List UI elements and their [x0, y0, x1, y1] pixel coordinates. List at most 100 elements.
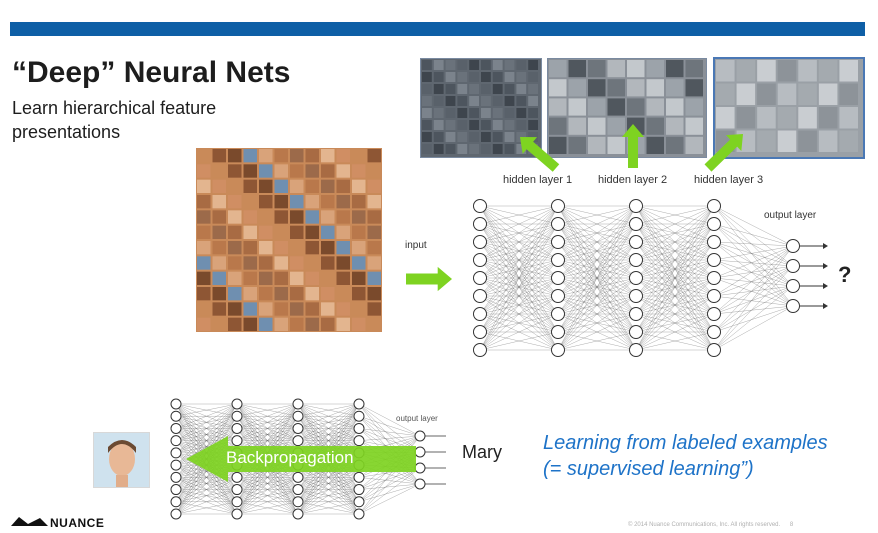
- layer3-feature-tile: [839, 83, 858, 105]
- input-face-tile: [367, 241, 381, 255]
- layer3-feature-tile: [818, 60, 838, 82]
- layer1-feature-tile: [504, 96, 515, 106]
- input-face-tile: [259, 210, 273, 224]
- input-face-tile: [336, 317, 350, 331]
- network-edge: [713, 223, 794, 287]
- layer3-feature-tile: [736, 83, 756, 105]
- network-edge: [297, 403, 360, 429]
- network-edge: [713, 285, 794, 297]
- network-edge: [713, 305, 794, 351]
- network-edge: [635, 277, 715, 351]
- layer1-feature-tile: [433, 144, 444, 154]
- input-face-tile: [290, 302, 304, 316]
- network-edge: [635, 205, 715, 243]
- input-face-tile: [259, 302, 273, 316]
- network-edge: [297, 489, 360, 515]
- network-edge: [479, 205, 559, 333]
- network-edge: [713, 285, 794, 333]
- input-face-tile: [197, 225, 211, 239]
- layer2-feature-tile: [685, 117, 703, 135]
- network-edge: [236, 403, 299, 429]
- bottom-network-node: [353, 508, 365, 520]
- input-face-tile: [352, 149, 366, 163]
- network-node: [786, 279, 800, 293]
- layer3-feature-tile: [757, 60, 776, 82]
- network-edge: [557, 205, 637, 351]
- layer2-feature-tile: [627, 79, 645, 97]
- bottom-network-node: [353, 496, 365, 508]
- network-edge: [479, 241, 559, 351]
- layer2-feature-tile: [568, 79, 586, 97]
- network-node: [707, 235, 721, 249]
- input-face-tile: [197, 317, 211, 331]
- network-edge: [557, 205, 637, 333]
- layer2-feature-tile: [588, 60, 606, 78]
- network-edge: [358, 483, 421, 490]
- network-edge: [713, 245, 794, 351]
- network-node: [707, 289, 721, 303]
- backpropagation-label: Backpropagation: [226, 448, 354, 467]
- network-edge: [713, 305, 794, 333]
- layer1-feature-tile: [457, 84, 468, 94]
- input-face-tile: [367, 317, 381, 331]
- layer2-feature-tile: [646, 98, 664, 116]
- bottom-network-node: [231, 435, 243, 447]
- input-face-tile: [321, 241, 335, 255]
- network-edge: [635, 331, 715, 351]
- input-face-tile: [367, 210, 381, 224]
- network-edge: [713, 295, 794, 307]
- input-face-tile: [212, 271, 226, 285]
- input-face-tile: [197, 210, 211, 224]
- bottom-network-node: [353, 422, 365, 434]
- input-face-tile: [305, 149, 319, 163]
- input-face-tile: [228, 225, 242, 239]
- input-face-tile: [197, 256, 211, 270]
- input-face-tile: [367, 302, 381, 316]
- input-face-tile: [197, 241, 211, 255]
- layer2-feature-tile: [627, 60, 645, 78]
- layer1-feature-tile: [516, 84, 527, 94]
- layer1-feature-tile: [481, 132, 491, 142]
- input-face-tile: [274, 164, 288, 178]
- network-edge: [557, 205, 637, 279]
- network-node: [551, 307, 565, 321]
- input-face-tile: [228, 195, 242, 209]
- input-face-tile: [321, 179, 335, 193]
- input-face-tile: [197, 302, 211, 316]
- backpropagation-arrow: [186, 436, 416, 482]
- network-edge: [713, 305, 794, 315]
- network-edge: [713, 259, 794, 307]
- layer1-feature-tile: [528, 84, 538, 94]
- layer3-feature-tile: [798, 83, 817, 105]
- input-arrow: [406, 266, 452, 292]
- layer2-feature-tile: [666, 117, 684, 135]
- input-face-tile: [367, 164, 381, 178]
- layer2-feature-tile: [646, 117, 664, 135]
- network-node: [551, 343, 565, 357]
- layer1-feature-tile: [433, 72, 444, 82]
- layer1-feature-tile: [433, 132, 444, 142]
- input-face-tile: [290, 317, 304, 331]
- layer3-feature-tile: [736, 107, 756, 129]
- layer2-feature-tile: [588, 98, 606, 116]
- bottom-network-node: [231, 484, 243, 496]
- input-face-tile: [259, 179, 273, 193]
- network-edge: [557, 205, 637, 315]
- input-face-tile: [243, 149, 257, 163]
- hidden-layer-2-label: hidden layer 2: [598, 174, 668, 186]
- network-edge: [635, 259, 715, 351]
- layer1-feature-tile: [481, 120, 491, 130]
- layer1-feature-tile: [481, 72, 491, 82]
- layer2-feature-tile: [549, 79, 567, 97]
- bottom-network-node: [353, 410, 365, 422]
- network-edge: [713, 285, 794, 315]
- input-face-tile: [197, 195, 211, 209]
- bottom-network-node: [292, 508, 304, 520]
- face-icon: [108, 440, 136, 487]
- network-edge: [713, 205, 794, 307]
- layer1-feature-tile: [516, 60, 527, 70]
- layer3-feature-tile: [798, 107, 817, 129]
- layer2-feature-tile: [685, 136, 703, 154]
- input-face-tile: [274, 241, 288, 255]
- bottom-network-node: [231, 471, 243, 483]
